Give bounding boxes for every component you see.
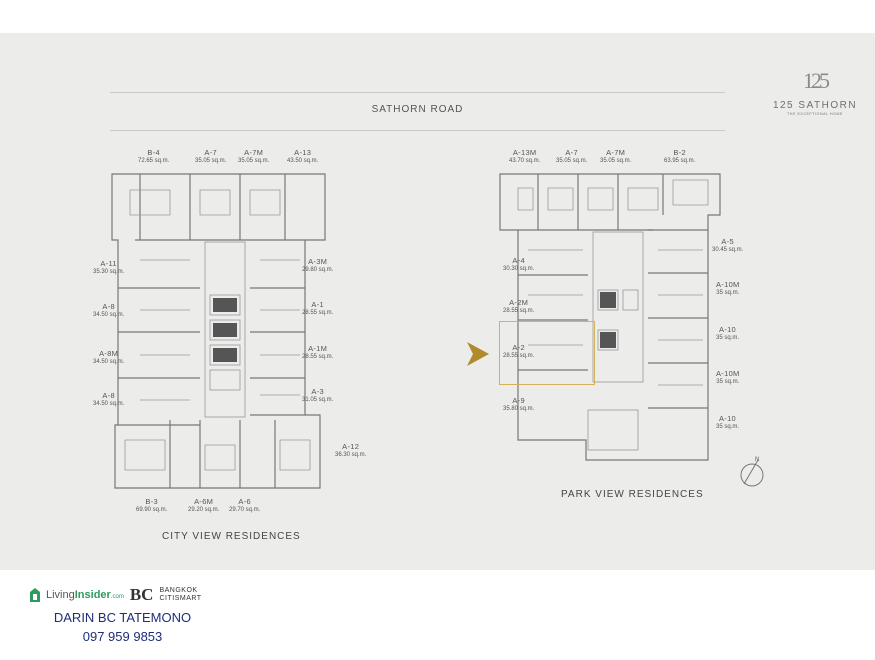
brand-logo: 125 125 SATHORN THE EXCEPTIONAL HOME — [765, 66, 865, 116]
brand-name: 125 SATHORN — [772, 100, 858, 111]
agent-phone: 097 959 9853 — [82, 629, 163, 644]
livinginsider-logo: LivingInsider.com — [46, 589, 124, 601]
city-view-title: CITY VIEW RESIDENCES — [162, 531, 301, 542]
agent-name: DARIN BC TATEMONO — [53, 610, 192, 625]
road-label: SATHORN ROAD — [371, 104, 464, 115]
livinginsider-logo-icon — [30, 588, 40, 602]
brand-mark: 125 — [803, 68, 830, 93]
bc-logo-mark: BC — [129, 585, 154, 604]
compass-label: N — [755, 457, 759, 463]
city-view-floorplan — [111, 173, 326, 489]
road-line-bottom — [110, 130, 725, 131]
north-compass-icon: N — [740, 457, 764, 487]
park-view-floorplan — [499, 173, 721, 461]
park-view-title: PARK VIEW RESIDENCES — [561, 489, 704, 500]
floorplan-panel — [0, 33, 875, 570]
road-line-top — [110, 92, 725, 93]
brand-tagline: THE EXCEPTIONAL HOME — [787, 112, 843, 116]
highlight-frame-a2 — [499, 321, 595, 385]
pointer-arrow-icon — [467, 342, 489, 366]
